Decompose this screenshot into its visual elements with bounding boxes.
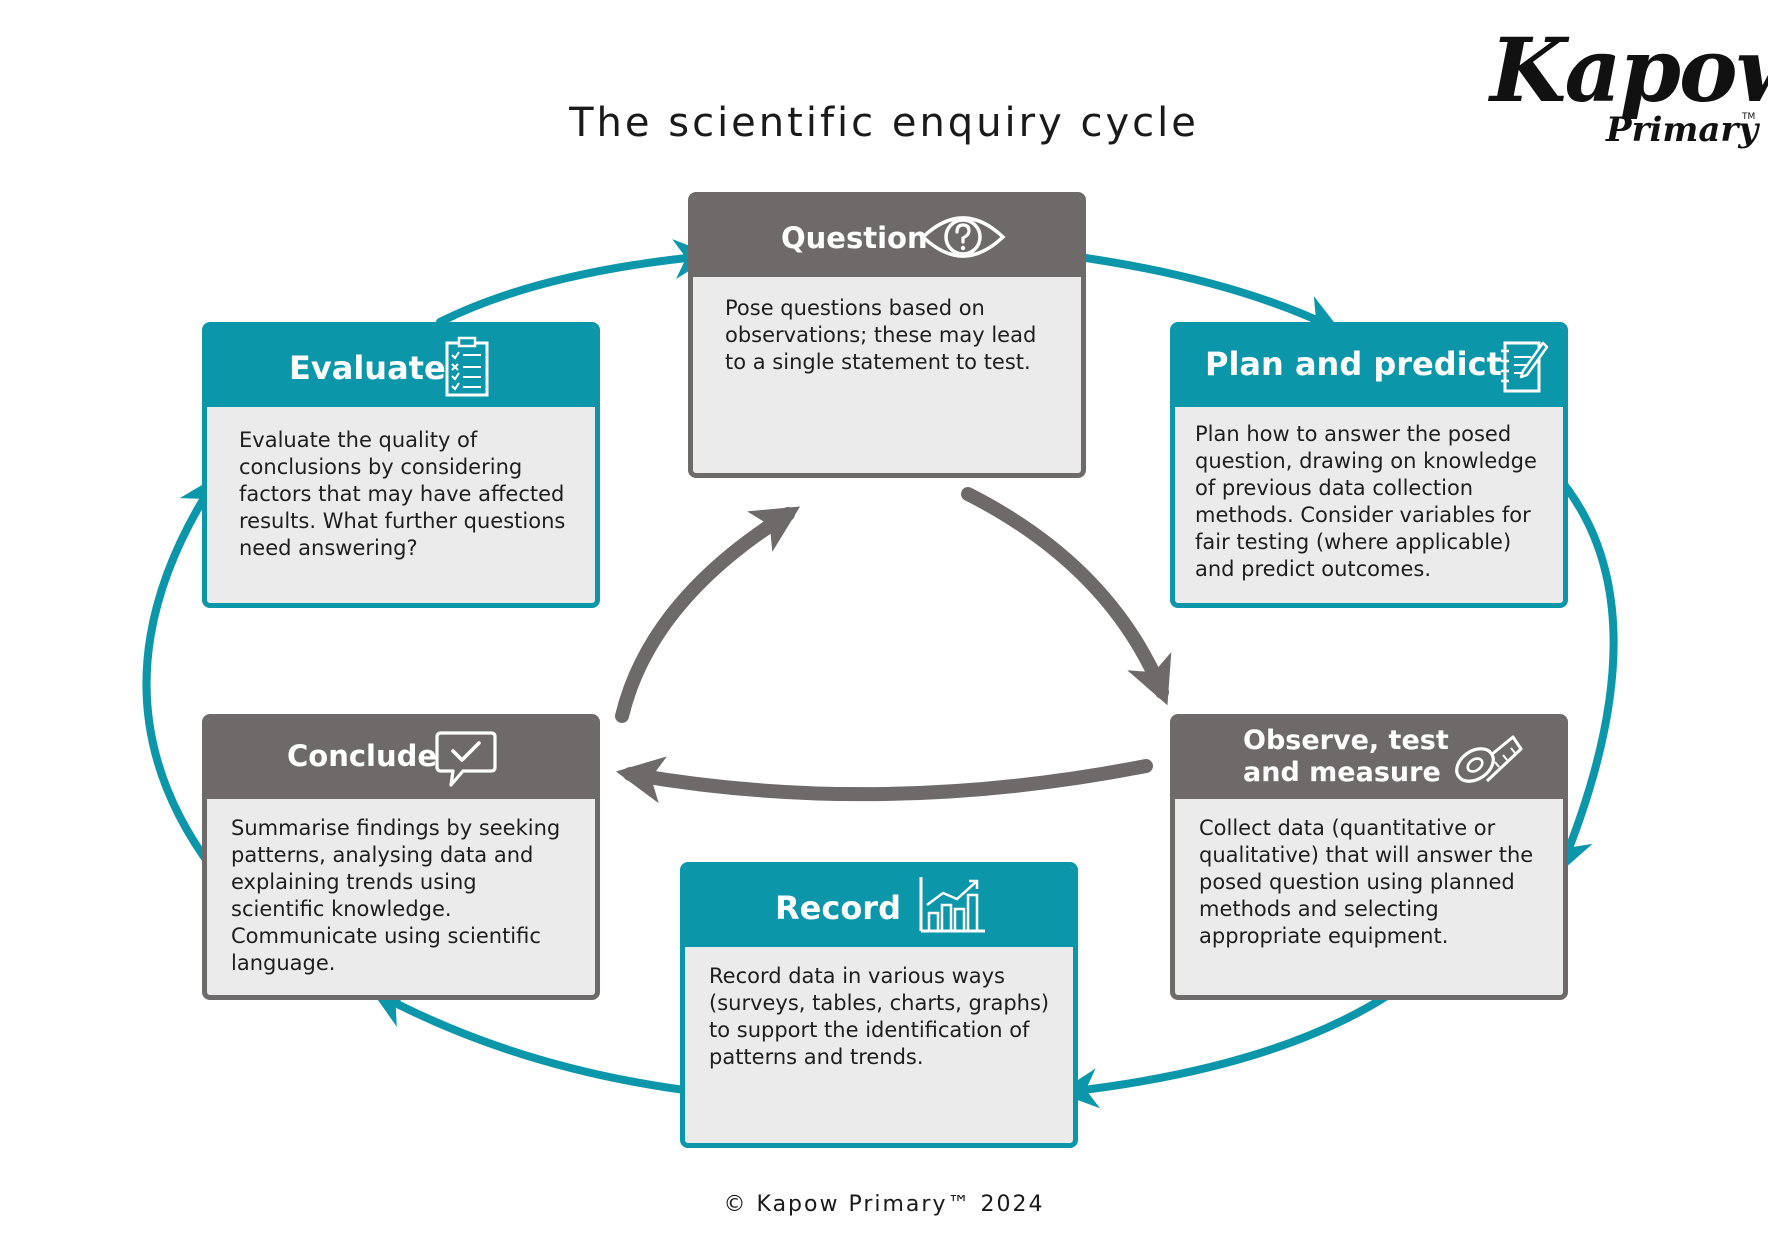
copyright-footer: © Kapow Primary™ 2024 [723, 1192, 1045, 1217]
stage-observe-header: Observe, test and measure [1175, 719, 1563, 799]
stage-evaluate: Evaluate Evaluate the quality of conclus… [202, 322, 600, 608]
arrow-conclude-to-evaluate [142, 475, 219, 872]
stage-plan: Plan and predict Plan how to answer the … [1170, 322, 1568, 608]
eye-question-icon [920, 216, 1006, 258]
arrow-observe-to-record [1058, 986, 1400, 1109]
stage-observe: Observe, test and measure Collect data (… [1170, 714, 1568, 1000]
stage-evaluate-text: Evaluate the quality of conclusions by c… [239, 428, 566, 560]
stage-evaluate-label: Evaluate [289, 349, 446, 387]
stage-question-label: Question [781, 221, 928, 255]
stage-conclude-label: Conclude [287, 739, 438, 773]
inner-arrow-observe-to-conclude [615, 756, 1153, 804]
logo-sub: Primary [1606, 110, 1759, 150]
page-title: The scientific enquiry cycle [569, 100, 1199, 146]
stage-conclude-header: Conclude [207, 719, 595, 799]
bar-chart-icon [919, 877, 985, 933]
stage-question-text: Pose questions based on observations; th… [725, 296, 1037, 374]
stage-record-header: Record [685, 867, 1073, 947]
stage-record-label: Record [775, 889, 901, 927]
stage-plan-label: Plan and predict [1205, 345, 1502, 383]
arrow-evaluate-to-question [436, 239, 714, 326]
stage-observe-label-line2: and measure [1243, 757, 1441, 788]
stage-conclude: Conclude Summarise findings by seeking p… [202, 714, 600, 1000]
notebook-pencil-icon [1501, 341, 1549, 393]
stage-plan-text: Plan how to answer the posed question, d… [1195, 422, 1537, 581]
arrow-record-to-conclude [370, 990, 704, 1096]
arrow-question-to-plan [1068, 252, 1342, 333]
logo-main: Kapow [1490, 18, 1768, 122]
clipboard-checklist-icon [445, 336, 489, 397]
inner-arrow-conclude-to-question [615, 506, 801, 723]
stage-question-header: Question [693, 197, 1081, 277]
stage-question: Question Pose questions based on observa… [688, 192, 1086, 478]
arrow-plan-to-observe [1548, 466, 1618, 874]
stage-plan-header: Plan and predict [1175, 327, 1563, 407]
tape-measure-icon [1455, 735, 1523, 783]
stage-observe-label-line1: Observe, test [1243, 725, 1449, 756]
logo-tm: TM [1742, 112, 1756, 122]
kapow-logo: Kapow Primary TM [1490, 18, 1768, 158]
stage-record: Record Record data in various ways (surv… [680, 862, 1078, 1148]
stage-observe-text: Collect data (quantitative or qualitativ… [1199, 816, 1534, 948]
stage-record-text: Record data in various ways (surveys, ta… [709, 964, 1050, 1069]
speech-bubble-check-icon [435, 731, 497, 787]
stage-conclude-text: Summarise findings by seeking patterns, … [231, 816, 561, 975]
stage-evaluate-header: Evaluate [207, 327, 595, 407]
inner-arrow-question-to-observe [961, 487, 1172, 706]
